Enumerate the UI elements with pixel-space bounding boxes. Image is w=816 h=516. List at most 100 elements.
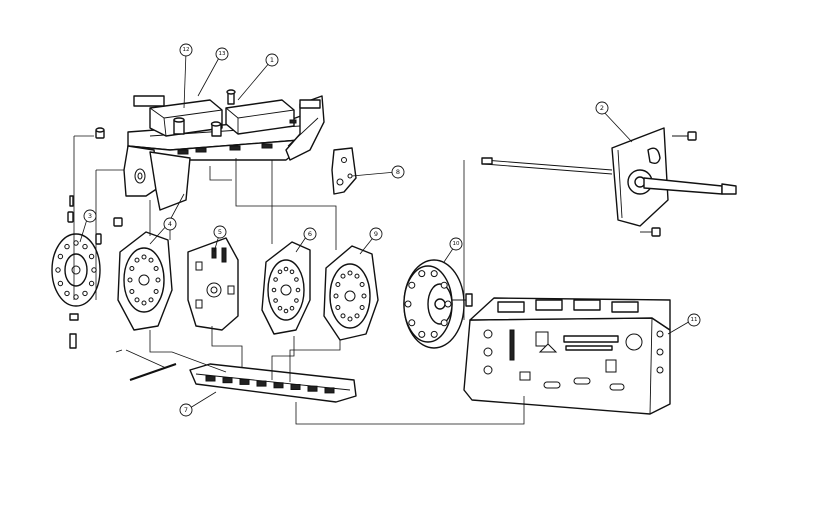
contact-hole [134, 257, 140, 263]
callout-10-label: 10 [453, 241, 460, 247]
contact-hole [55, 267, 61, 273]
callout-6-label: 6 [308, 230, 312, 238]
callout-10: 10 [449, 237, 463, 251]
callout-13-label: 13 [219, 51, 226, 57]
callout-8: 8 [391, 165, 405, 179]
mounting-rail-7 [189, 363, 357, 403]
contact-hole [354, 313, 360, 319]
rail-slot [239, 378, 250, 385]
rail-slot [290, 384, 301, 390]
contact-hole [283, 266, 289, 272]
contact-hole [64, 290, 70, 297]
contact-hole [129, 266, 135, 271]
contact-hole [440, 281, 448, 289]
rail-slot [324, 387, 335, 394]
contact-hole [88, 253, 95, 260]
callout-11-label: 11 [691, 317, 698, 323]
wire-piece [115, 349, 177, 381]
callout-6: 6 [303, 227, 317, 241]
contact-hole [57, 253, 64, 260]
contact-hole [430, 330, 438, 338]
small-bracket-part [331, 147, 357, 195]
callout-5-label: 5 [218, 228, 222, 236]
contact-hole [155, 277, 161, 283]
contact-hole [277, 305, 283, 311]
assembly-lines [73, 135, 525, 425]
callout-7-label: 7 [184, 406, 188, 414]
contact-hole [408, 319, 416, 327]
mounting-plate-5 [187, 237, 239, 331]
shaft-assembly [481, 127, 737, 237]
callout-5: 5 [213, 225, 227, 239]
contact-hole [134, 297, 140, 303]
contact-hole [57, 280, 64, 287]
contact-hole [347, 270, 353, 276]
contact-hole [408, 281, 416, 289]
contact-hole [418, 270, 426, 278]
contact-hole [295, 287, 301, 293]
main-frame-bracket [123, 89, 325, 211]
contact-hole [430, 270, 438, 278]
rail-slot [307, 385, 318, 392]
contact-hole [73, 294, 79, 300]
contact-hole [82, 243, 88, 250]
contact-hole [440, 319, 448, 327]
switch-wafer-3 [51, 233, 101, 349]
contact-hole [347, 316, 353, 322]
contact-hole [294, 298, 299, 303]
switch-wafer-4 [117, 231, 173, 331]
callout-9-label: 9 [374, 230, 378, 238]
switch-wafer-9 [323, 245, 379, 341]
contact-hole [404, 300, 412, 308]
contact-hole [153, 289, 159, 294]
contact-hole [283, 308, 289, 314]
callout-4-label: 4 [168, 220, 172, 228]
contact-hole [277, 269, 283, 275]
contact-hole [91, 267, 97, 273]
switch-wafer-6 [261, 241, 311, 335]
contact-hole [129, 289, 135, 294]
callout-8-label: 8 [396, 168, 400, 176]
screw-set-left [67, 127, 123, 245]
contact-hole [148, 257, 154, 263]
contact-hole [340, 273, 346, 279]
contact-hole [141, 300, 147, 306]
contact-hole [271, 287, 277, 293]
contact-hole [289, 305, 295, 311]
callout-11: 11 [687, 313, 701, 327]
callout-9: 9 [369, 227, 383, 241]
contact-hole [335, 305, 341, 310]
contact-hole [127, 277, 133, 283]
contact-hole [444, 300, 452, 308]
rail-slot [256, 380, 267, 387]
contact-hole [333, 293, 339, 299]
rail-slot [222, 377, 233, 384]
contact-hole [289, 269, 295, 275]
contact-hole [361, 293, 367, 299]
callouts: 1 2 3 4 5 6 7 8 [83, 43, 701, 417]
callout-4: 4 [163, 217, 177, 231]
callout-12: 12 [179, 43, 193, 57]
callout-7: 7 [179, 403, 193, 417]
contact-hole [340, 313, 346, 319]
rail-slot [273, 382, 284, 389]
contact-hole [335, 282, 341, 287]
contact-hole [359, 282, 365, 287]
callout-13: 13 [215, 47, 229, 61]
callout-3: 3 [83, 209, 97, 223]
callout-2: 2 [595, 101, 609, 115]
contact-hole [148, 297, 154, 303]
contact-hole [354, 273, 360, 279]
contact-hole [294, 277, 299, 282]
rotor-drum-10 [403, 259, 473, 349]
contact-hole [359, 305, 365, 310]
contact-hole [141, 254, 147, 260]
callout-1-label: 1 [270, 56, 274, 64]
shield-cage-11 [463, 297, 671, 415]
contact-hole [64, 243, 70, 250]
contact-hole [82, 290, 88, 297]
contact-hole [273, 277, 278, 282]
callout-1: 1 [265, 53, 279, 67]
callout-12-label: 12 [183, 47, 190, 53]
